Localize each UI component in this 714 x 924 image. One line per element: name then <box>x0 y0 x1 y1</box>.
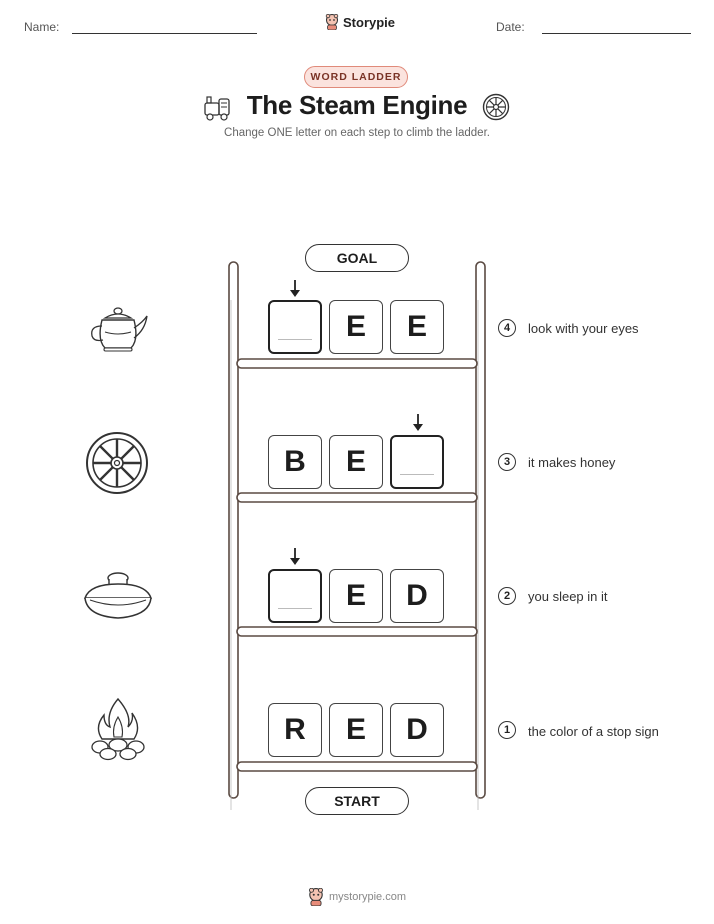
step-number: 3 <box>498 453 516 471</box>
campfire-icon <box>91 697 145 761</box>
arrow-down-icon <box>290 280 300 297</box>
letter-tile: E <box>390 300 444 354</box>
clue-text: the color of a stop sign <box>528 724 659 739</box>
wheel-icon <box>86 432 148 494</box>
clue-text: it makes honey <box>528 455 616 470</box>
letter-input[interactable] <box>268 569 322 623</box>
letter-input[interactable] <box>390 435 444 489</box>
letter-tile: E <box>329 435 383 489</box>
letter-tile: R <box>268 703 322 757</box>
step-number: 1 <box>498 721 516 739</box>
instructions: Change ONE letter on each step to climb … <box>224 127 490 139</box>
lid-icon <box>83 572 153 619</box>
footer: mystorypie.com <box>0 888 714 906</box>
clue-text: look with your eyes <box>528 321 639 336</box>
arrow-down-icon <box>290 548 300 565</box>
date-label: Date: <box>496 20 525 34</box>
letter-input[interactable] <box>268 300 322 354</box>
step-number: 2 <box>498 587 516 605</box>
footer-site: mystorypie.com <box>328 891 407 903</box>
start-label: START <box>305 787 409 815</box>
brand-name: Storypie <box>343 14 396 30</box>
steam-engine-icon <box>204 96 230 121</box>
goal-label: GOAL <box>305 244 409 272</box>
worksheet-type-badge: WORD LADDER <box>304 66 408 88</box>
letter-tile: D <box>390 703 444 757</box>
teapot-icon <box>91 307 148 352</box>
name-label: Name: <box>24 20 60 34</box>
name-field[interactable] <box>72 33 257 34</box>
storypie-mascot-icon <box>325 14 339 30</box>
storypie-mascot-icon <box>309 888 323 906</box>
date-field[interactable] <box>542 33 691 34</box>
letter-tile: E <box>329 300 383 354</box>
letter-tile: E <box>329 703 383 757</box>
letter-tile: D <box>390 569 444 623</box>
wheel-title-icon <box>482 93 510 121</box>
page-title: The Steam Engine <box>246 90 468 120</box>
brand-logo: Storypie <box>325 14 395 30</box>
step-number: 4 <box>498 319 516 337</box>
clue-text: you sleep in it <box>528 589 608 604</box>
arrow-down-icon <box>413 414 423 431</box>
letter-tile: B <box>268 435 322 489</box>
letter-tile: E <box>329 569 383 623</box>
